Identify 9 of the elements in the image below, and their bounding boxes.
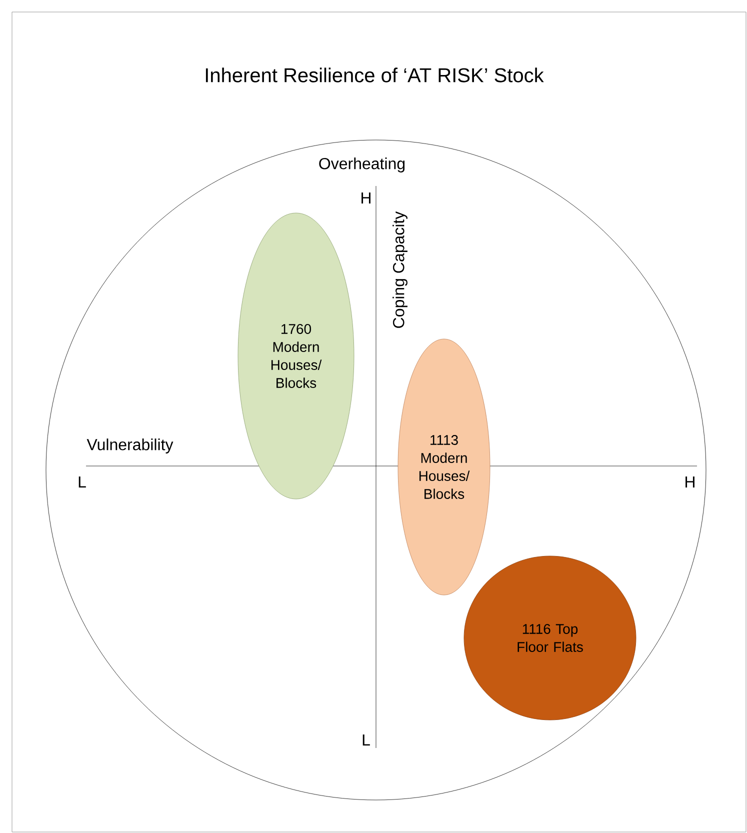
- axis-label: Overheating: [319, 158, 405, 172]
- axis-label: L: [78, 476, 86, 488]
- axis-label: H: [686, 476, 694, 488]
- axis-label: Coping Capacity: [392, 211, 408, 328]
- axis-label: H: [362, 192, 370, 204]
- title: Inherent Resilience of ‘AT RISK’ Stock: [206, 68, 544, 82]
- axis-label: Vulnerability: [86, 438, 174, 454]
- axis-label: L: [362, 734, 370, 746]
- circle: [46, 140, 706, 800]
